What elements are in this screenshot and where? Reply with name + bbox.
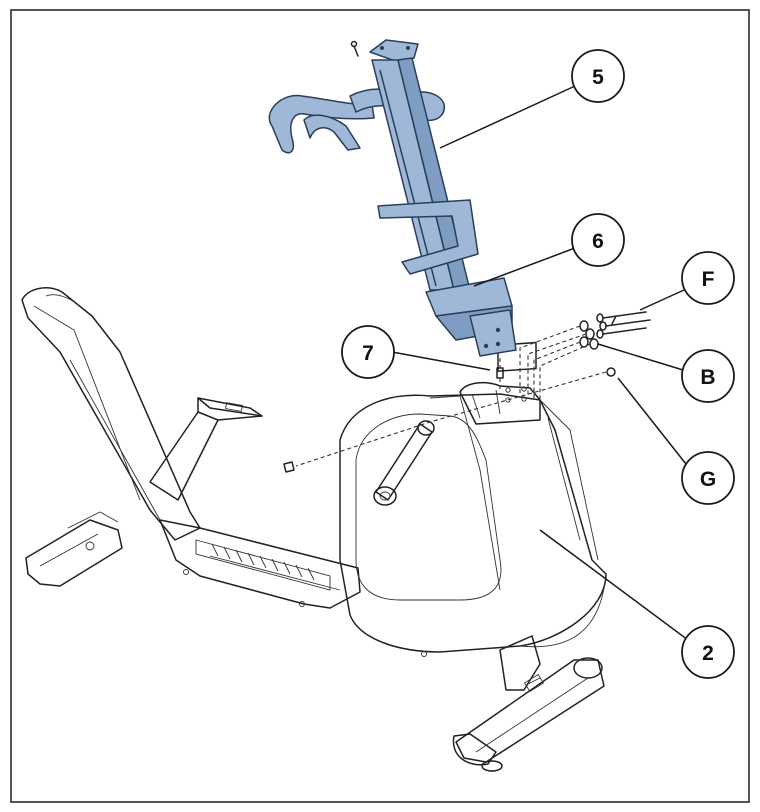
- svg-text:5: 5: [592, 66, 604, 89]
- callout-g: G: [617, 377, 735, 505]
- front-stabilizer: [452, 635, 605, 772]
- callout-5: 5: [439, 49, 625, 149]
- callout-2: 2: [539, 529, 735, 679]
- beam-grille: [195, 539, 331, 591]
- screw-7: [496, 367, 504, 379]
- svg-text:B: B: [700, 366, 715, 389]
- svg-text:7: 7: [362, 342, 374, 365]
- callout-f: F: [639, 251, 735, 311]
- svg-text:F: F: [702, 268, 715, 291]
- mounting-bracket: [459, 341, 541, 425]
- callout-b: B: [597, 343, 735, 403]
- callout-7: 7: [341, 325, 491, 379]
- bike-frame: [21, 287, 616, 772]
- bolts-f: [596, 311, 651, 339]
- svg-text:2: 2: [702, 642, 714, 665]
- callout-6: 6: [473, 213, 625, 287]
- assembly-guide-lines: [295, 325, 607, 467]
- handlebar-post-part-5: [268, 39, 517, 357]
- crank-arm: [373, 420, 435, 506]
- svg-text:G: G: [700, 468, 716, 491]
- diagram-frame: [10, 9, 750, 803]
- svg-text:6: 6: [592, 230, 604, 253]
